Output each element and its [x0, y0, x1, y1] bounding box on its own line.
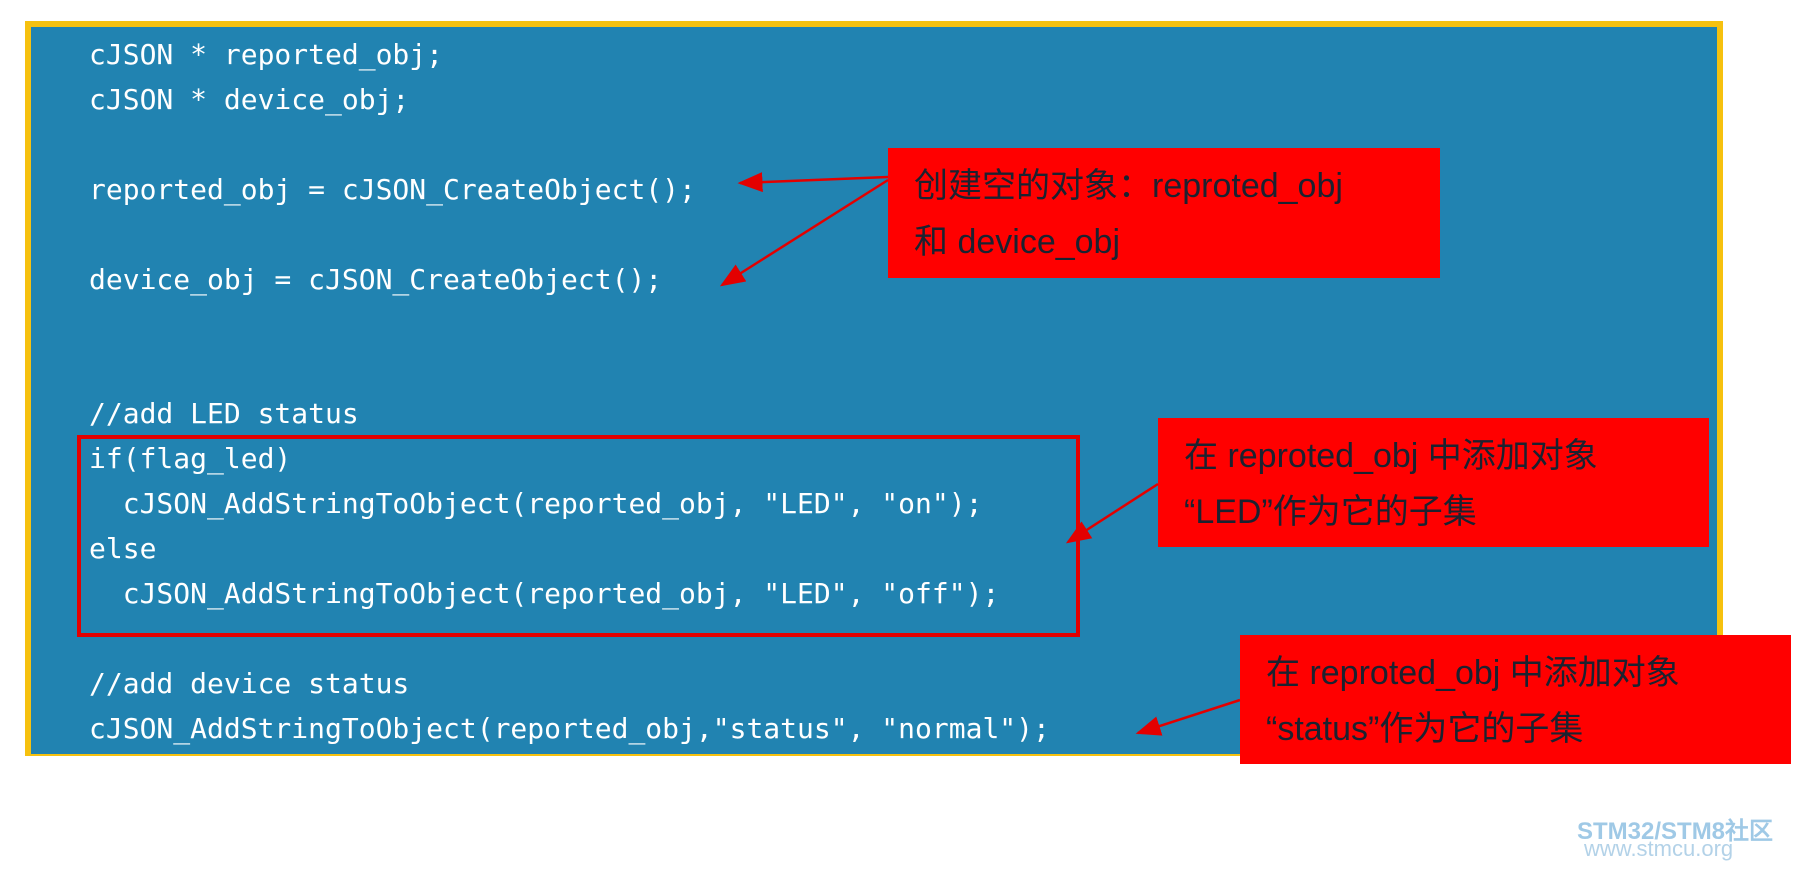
- watermark-url: www.stmcu.org: [1584, 836, 1734, 861]
- code-line: cJSON_AddStringToObject(reported_obj, "L…: [89, 487, 983, 520]
- arrow-to-led-code: [1065, 482, 1159, 544]
- code-line: reported_obj = cJSON_CreateObject();: [89, 173, 696, 206]
- watermark-brand: STM32/STM8社区: [1577, 818, 1774, 845]
- annotation-led-child: 在 reproted_obj 中添加对象 “LED”作为它的子集: [1158, 418, 1709, 547]
- annotation-status-child: 在 reproted_obj 中添加对象 “status”作为它的子集: [1240, 635, 1791, 764]
- arrow-to-device-obj: [719, 178, 889, 287]
- annotation-text: “status”作为它的子集: [1266, 710, 1584, 748]
- annotation-create-objects: 创建空的对象：reproted_obj 和 device_obj: [888, 148, 1440, 278]
- code-line: cJSON_AddStringToObject(reported_obj,"st…: [89, 712, 1050, 745]
- code-line: cJSON_AddStringToObject(reported_obj, "L…: [89, 577, 1000, 610]
- arrow-to-status-code: [1135, 698, 1241, 736]
- code-line: cJSON * device_obj;: [89, 83, 410, 116]
- code-line: else: [89, 532, 157, 565]
- annotation-text: 创建空的对象：reproted_obj: [914, 167, 1343, 205]
- code-comment: //add LED status: [89, 397, 359, 430]
- footer-area: [0, 821, 1814, 871]
- code-line: cJSON * reported_obj;: [89, 38, 444, 71]
- annotation-text: 在 reproted_obj 中添加对象: [1266, 654, 1680, 692]
- arrow-to-reported-obj: [737, 172, 889, 193]
- code-line: if(flag_led): [89, 442, 292, 475]
- panel-divider: [25, 756, 1723, 766]
- annotation-text: 在 reproted_obj 中添加对象: [1184, 437, 1598, 475]
- annotation-text: “LED”作为它的子集: [1184, 493, 1477, 531]
- code-line: device_obj = cJSON_CreateObject();: [89, 263, 663, 296]
- annotation-text: 和 device_obj: [914, 223, 1121, 261]
- code-comment: //add device status: [89, 667, 410, 700]
